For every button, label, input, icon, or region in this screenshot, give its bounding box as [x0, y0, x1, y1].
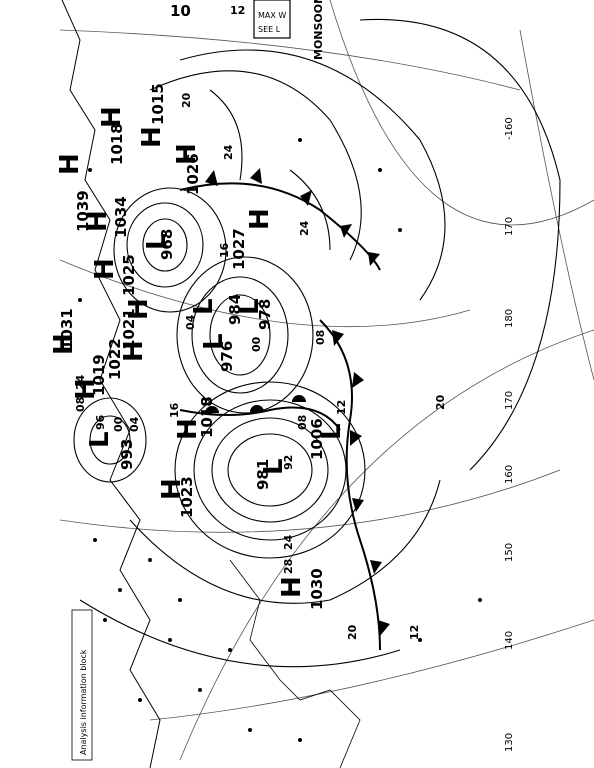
- degree-label: 170: [504, 391, 515, 410]
- system-value: 976: [218, 341, 236, 372]
- info-block-text: Analysis information block: [79, 649, 88, 755]
- system-letter: H: [137, 126, 167, 148]
- monsoon-label: MONSOON: [312, 0, 325, 60]
- degree-label: 180: [504, 309, 515, 328]
- coastline: [61, 0, 161, 768]
- system-letter: H: [173, 418, 203, 440]
- system-letter: L: [189, 298, 219, 315]
- system-value: 1022: [106, 338, 124, 380]
- isobar-label: 16: [218, 242, 231, 258]
- isobar-label: 00: [250, 336, 263, 352]
- isobar-label: 24: [298, 220, 311, 236]
- isobar-label: 00: [112, 416, 125, 432]
- isobar-label: 04: [128, 416, 141, 432]
- max-wind-line2: SEE L: [258, 25, 281, 34]
- system-value: 981: [254, 459, 272, 490]
- system-value: 984: [226, 294, 244, 325]
- isobar-label: 24: [282, 534, 295, 550]
- warm-front: [179, 395, 341, 431]
- system-value: 1018: [198, 396, 216, 438]
- isobar-label: 20: [180, 92, 193, 108]
- system-value: 1026: [184, 153, 202, 195]
- isobars: [73, 18, 561, 668]
- corner-label-mid: 12: [230, 4, 245, 17]
- corner-label-top: 10: [170, 2, 191, 20]
- degree-label: 170: [504, 217, 515, 236]
- isobar-labels: 20 24 24 16 08 00 96 92 08 04 12 16 28 2…: [74, 92, 447, 640]
- pressure-centers: H 1015 H 1026 H 1027 L 968 L 978 L 976 L…: [49, 83, 347, 610]
- system-letter: H: [97, 106, 127, 128]
- degree-label: 160: [504, 465, 515, 484]
- system-letter: H: [90, 258, 120, 280]
- isobar-label: 28: [282, 559, 295, 574]
- system-letter: L: [259, 458, 289, 475]
- isobar-label: 08: [296, 415, 309, 430]
- system-letter: L: [199, 333, 229, 350]
- longitude-labels: -160 170 180 170 160 150 140 130: [504, 117, 515, 752]
- isobar-label: 20: [434, 394, 447, 410]
- system-value: 1006: [308, 418, 326, 460]
- isobar-label: 16: [168, 402, 181, 418]
- coastline: [229, 559, 361, 768]
- system-letter: L: [235, 298, 265, 315]
- isobar-label: 96: [94, 414, 107, 430]
- system-value: 1019: [90, 354, 108, 396]
- system-letter: H: [124, 298, 154, 320]
- system-value: 1027: [230, 228, 248, 270]
- isobar-label: 08: [314, 330, 327, 345]
- system-letter: H: [245, 208, 275, 230]
- system-letter: H: [49, 333, 79, 355]
- station-markers: [78, 138, 482, 742]
- system-letter: H: [55, 153, 85, 175]
- system-value: 993: [118, 439, 136, 470]
- system-letter: H: [157, 478, 187, 500]
- degree-label: -160: [504, 117, 515, 140]
- system-value: 1021: [120, 308, 138, 350]
- isobar-label: 24: [222, 144, 235, 160]
- isobar-label: 92: [282, 455, 295, 470]
- isobar-label: 04: [184, 314, 197, 330]
- system-letter: H: [277, 576, 307, 598]
- cold-front: [179, 168, 381, 271]
- system-value: 1025: [120, 254, 138, 296]
- system-letter: H: [119, 340, 149, 362]
- system-value: 978: [256, 299, 274, 330]
- isobar-label: 08: [74, 397, 87, 412]
- system-value: 1030: [308, 568, 326, 610]
- occluded-front: [319, 319, 390, 651]
- system-value: 1039: [74, 190, 92, 232]
- max-wind-box: [253, 0, 291, 39]
- system-value: 1018: [108, 123, 126, 165]
- system-letter: H: [71, 378, 101, 400]
- system-letter: L: [142, 233, 172, 250]
- degree-label: 150: [504, 543, 515, 562]
- max-wind-line1: MAX W: [258, 11, 286, 20]
- isobar-label: 12: [408, 625, 421, 640]
- system-value: 1031: [58, 308, 76, 350]
- system-letter: H: [83, 210, 113, 232]
- degree-label: 140: [504, 631, 515, 650]
- system-letter: L: [85, 431, 115, 448]
- system-letter: H: [172, 143, 202, 165]
- system-letter: L: [317, 423, 347, 440]
- system-value: 968: [158, 229, 176, 260]
- isobar-label: 12: [335, 400, 348, 415]
- isobar-label: 24: [74, 374, 87, 390]
- system-value: 1034: [112, 196, 130, 238]
- info-block: [71, 609, 93, 761]
- degree-label: 130: [504, 733, 515, 752]
- system-value: 1023: [178, 476, 196, 518]
- system-value: 1015: [149, 83, 167, 125]
- isobar-label: 20: [346, 624, 359, 640]
